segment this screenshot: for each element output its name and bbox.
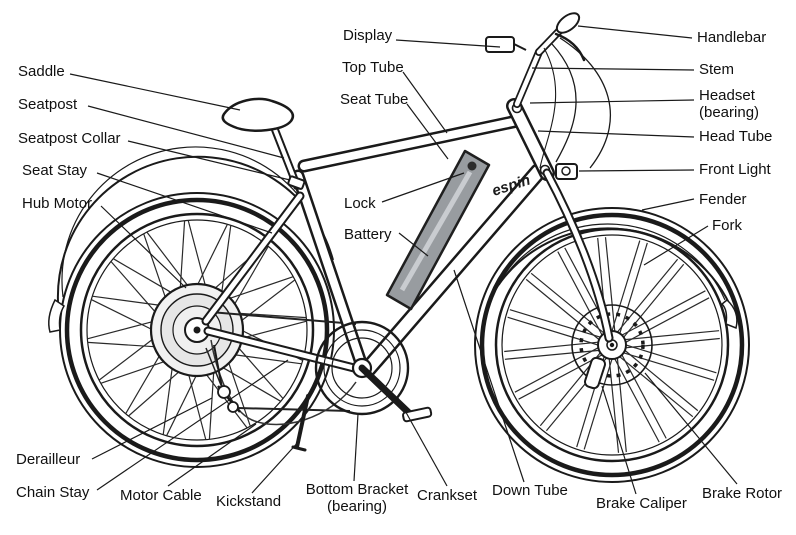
brake-lever bbox=[554, 32, 586, 62]
label-down-tube: Down Tube bbox=[492, 482, 568, 499]
label-brake-caliper: Brake Caliper bbox=[596, 495, 687, 512]
label-hub-motor: Hub Motor bbox=[22, 195, 93, 212]
label-top-tube: Top Tube bbox=[342, 59, 404, 76]
label-seat-stay: Seat Stay bbox=[22, 162, 88, 179]
label-handlebar: Handlebar bbox=[697, 29, 767, 46]
crankset bbox=[314, 320, 433, 423]
label-seatpost: Seatpost bbox=[18, 96, 78, 113]
front-light bbox=[555, 163, 578, 180]
fork bbox=[542, 168, 614, 343]
front-mudflap bbox=[720, 299, 738, 330]
label-stem: Stem bbox=[699, 61, 735, 78]
leader-lines bbox=[69, 25, 738, 495]
front-wheel bbox=[474, 207, 750, 483]
kickstand bbox=[291, 394, 310, 452]
label-battery: Battery bbox=[344, 226, 392, 243]
front-fender bbox=[494, 223, 738, 330]
label-motor-cable: Motor Cable bbox=[120, 487, 202, 504]
front-brake-rotor bbox=[571, 304, 653, 386]
label-crankset: Crankset bbox=[417, 487, 478, 504]
label-head-tube: Head Tube bbox=[699, 128, 773, 145]
lock bbox=[467, 161, 477, 171]
label-display: Display bbox=[343, 27, 393, 44]
label-seat-tube: Seat Tube bbox=[340, 91, 409, 108]
label-fender: Fender bbox=[699, 191, 747, 208]
battery bbox=[385, 149, 491, 311]
label-derailleur: Derailleur bbox=[16, 451, 81, 468]
label-seatpost-collar: Seatpost Collar bbox=[18, 130, 121, 147]
rear-wheel bbox=[59, 192, 335, 468]
rear-mudflap bbox=[48, 298, 66, 333]
label-brake-rotor: Brake Rotor bbox=[702, 485, 783, 502]
rear-hub-motor bbox=[149, 282, 245, 378]
seatpost bbox=[268, 118, 301, 190]
label-kickstand: Kickstand bbox=[216, 493, 282, 510]
label-chain-stay: Chain Stay bbox=[16, 484, 90, 501]
display bbox=[485, 36, 527, 53]
label-saddle: Saddle bbox=[18, 63, 65, 80]
front-brake-caliper bbox=[584, 356, 606, 390]
label-front-light: Front Light bbox=[699, 161, 771, 178]
stem bbox=[513, 48, 543, 108]
label-bottom-bracket: Bottom Bracket (bearing) bbox=[305, 481, 409, 515]
handlebar bbox=[535, 12, 586, 62]
label-lock: Lock bbox=[344, 195, 376, 212]
label-fork: Fork bbox=[712, 217, 742, 234]
saddle bbox=[221, 97, 295, 132]
label-headset: Headset (bearing) bbox=[699, 87, 760, 121]
pedal bbox=[402, 406, 433, 423]
rear-spokes bbox=[87, 220, 307, 440]
derailleur bbox=[213, 344, 241, 413]
brake-cables bbox=[539, 37, 612, 169]
